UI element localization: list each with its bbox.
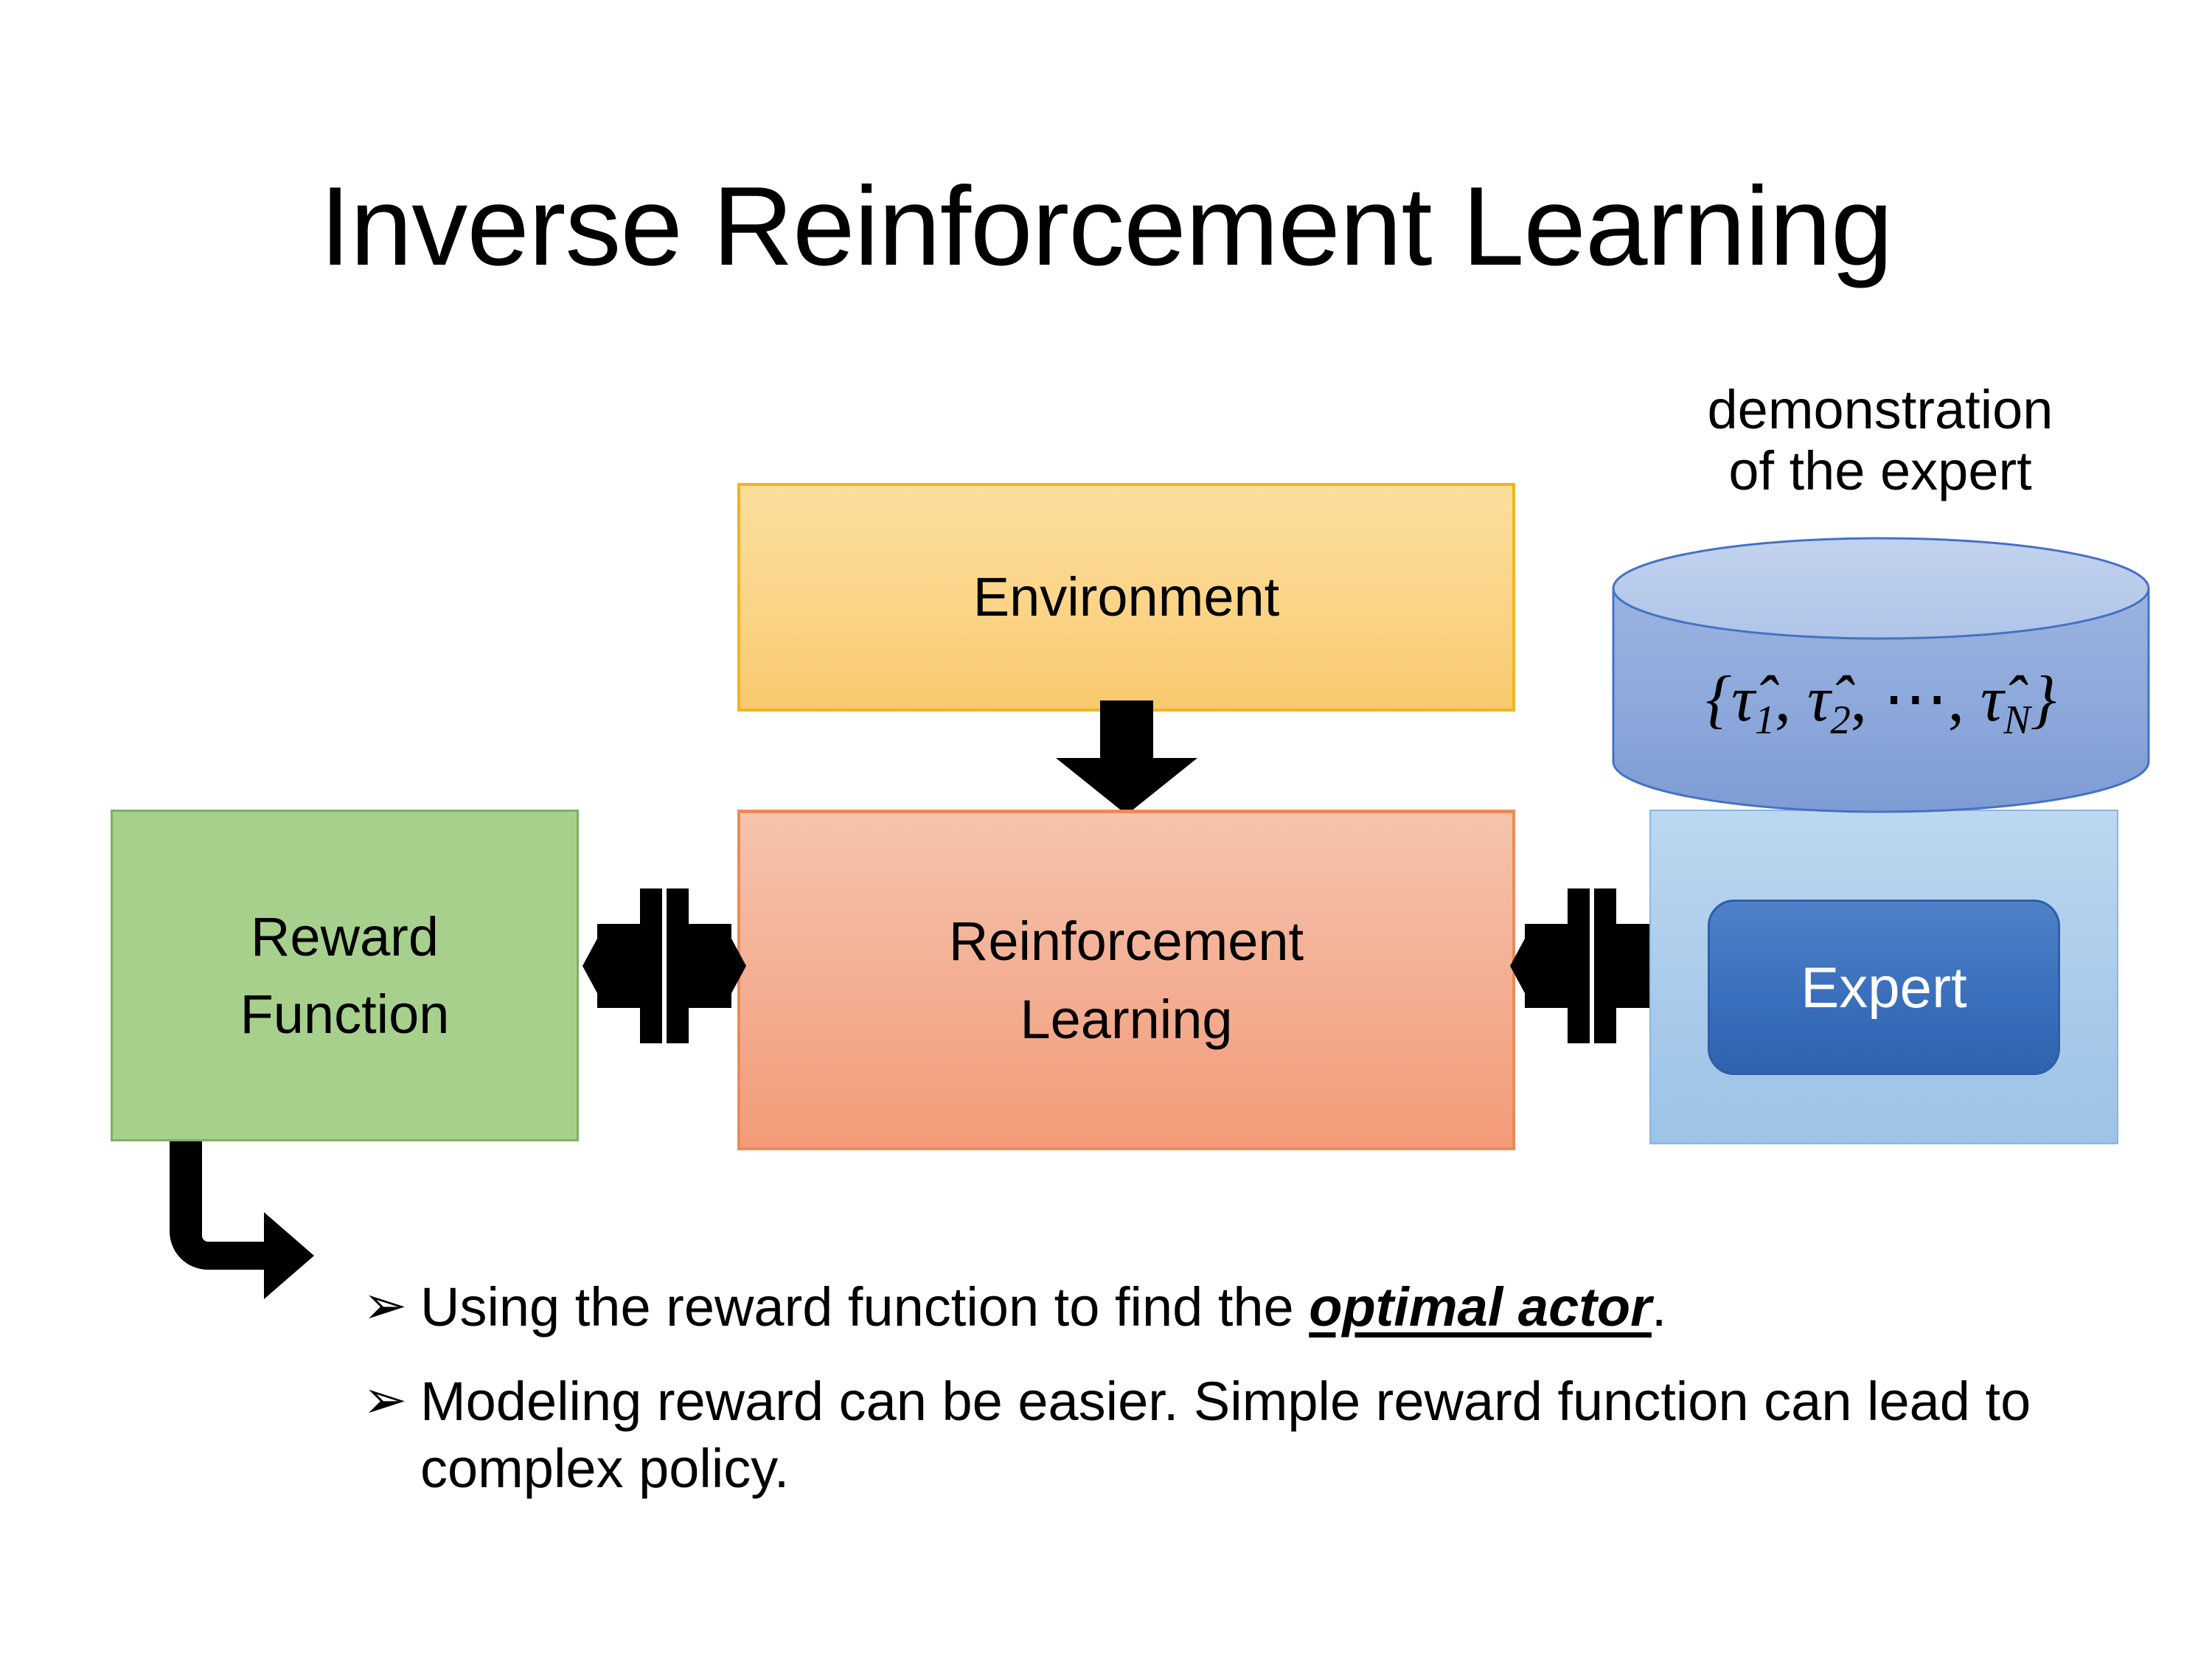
environment-box[interactable]: Environment [737, 483, 1515, 712]
bullet-1-prefix: Using the reward function to find the [420, 1276, 1310, 1338]
reward-label-line1: Reward [250, 905, 439, 967]
bullet-list: ➢ Using the reward function to find the … [363, 1274, 2088, 1530]
expert-box[interactable]: Expert [1708, 900, 2060, 1075]
reward-rl-bidirectional-arrow-icon [582, 874, 746, 1058]
rl-label-line1: Reinforcement [948, 911, 1304, 973]
formula-tau-1: τ̂ [1731, 664, 1755, 735]
bullet-marker-icon: ➢ [363, 1276, 408, 1335]
demonstration-caption: demonstration of the expert [1607, 379, 2153, 502]
environment-label: Environment [973, 566, 1280, 628]
expert-label: Expert [1801, 955, 1967, 1020]
page-title: Inverse Reinforcement Learning [319, 164, 1893, 289]
reinforcement-learning-box[interactable]: Reinforcement Learning [737, 810, 1515, 1150]
demonstration-trajectory-set-formula: {τ̂1, τ̂2, ⋯, τ̂N} [1612, 667, 2150, 740]
formula-comma-3: , [1947, 664, 1980, 735]
formula-close-brace: } [2030, 664, 2056, 735]
demonstration-caption-line2: of the expert [1728, 439, 2032, 501]
formula-comma-1: , [1775, 664, 1808, 735]
bullet-2-prefix: Modeling reward can be easier. Simple re… [420, 1371, 2031, 1499]
formula-tau-n: τ̂ [1980, 664, 2004, 735]
reward-to-bullet-bent-arrow-icon [170, 1141, 391, 1363]
demonstration-caption-line1: demonstration [1707, 379, 2053, 440]
reward-function-box[interactable]: Reward Function [111, 810, 579, 1141]
bullet-text-1: Using the reward function to find the op… [420, 1274, 2088, 1340]
environment-to-rl-arrow-icon [1056, 700, 1197, 815]
formula-sub-n: N [2003, 697, 2031, 742]
formula-sub-2: 2 [1830, 697, 1851, 742]
formula-sub-1: 1 [1754, 697, 1775, 742]
bullet-marker-icon: ➢ [363, 1371, 408, 1430]
bullet-text-2: Modeling reward can be easier. Simple re… [420, 1368, 2088, 1502]
demonstration-database-cylinder-icon [1612, 537, 2150, 813]
reinforcement-learning-label: Reinforcement Learning [949, 902, 1304, 1057]
reward-label-line2: Function [240, 984, 450, 1045]
bullet-1-emphasis: optimal actor [1309, 1276, 1652, 1338]
bullet-1-suffix: . [1651, 1276, 1667, 1338]
list-item: ➢ Using the reward function to find the … [363, 1274, 2088, 1340]
list-item: ➢ Modeling reward can be easier. Simple … [363, 1368, 2088, 1502]
reward-function-label: Reward Function [240, 898, 450, 1053]
rl-label-line2: Learning [1020, 988, 1233, 1050]
formula-open-brace: { [1705, 664, 1732, 735]
formula-tau-2: τ̂ [1807, 664, 1831, 735]
formula-comma-2: , [1850, 664, 1883, 735]
formula-ellipsis: ⋯ [1882, 664, 1948, 735]
